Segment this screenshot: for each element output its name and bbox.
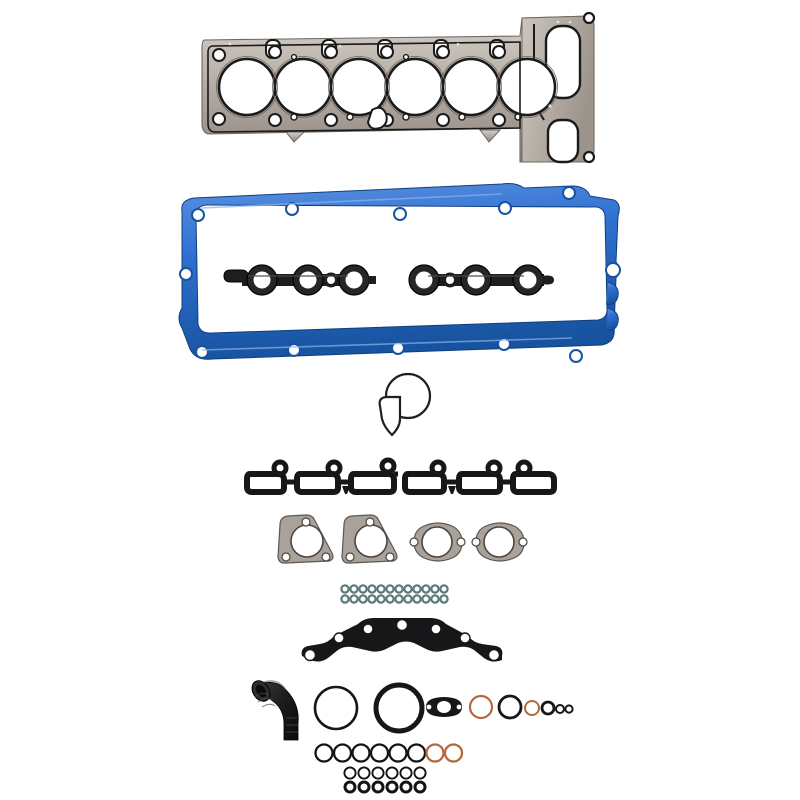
black-o-ring xyxy=(406,743,427,763)
valve-stem-seal xyxy=(367,594,377,604)
valve-stem-seal xyxy=(403,594,413,604)
black-o-ring xyxy=(371,766,385,780)
copper-sealing-washers xyxy=(468,692,574,722)
valve-stem-seal xyxy=(430,594,440,604)
black-o-ring xyxy=(369,743,390,763)
oil-filler-seal xyxy=(372,372,438,444)
copper-o-ring xyxy=(425,743,445,763)
valve-stem-seal xyxy=(349,584,359,594)
valve-stem-seal xyxy=(385,594,395,604)
black-o-ring xyxy=(314,743,334,763)
assorted-o-rings xyxy=(314,742,474,794)
valve-stem-seal xyxy=(439,594,449,604)
copper-o-ring xyxy=(443,743,464,763)
black-o-ring xyxy=(399,780,413,794)
valve-stem-seal xyxy=(385,584,395,594)
black-o-ring xyxy=(385,780,399,794)
valve-stem-seal xyxy=(367,584,377,594)
exhaust-gasket-oval xyxy=(406,519,468,565)
intake-manifold-gasket xyxy=(242,457,398,500)
valve-stem-seal xyxy=(430,584,440,594)
valve-stem-seal xyxy=(439,584,449,594)
black-o-ring xyxy=(388,743,408,763)
tapered-seal xyxy=(378,395,402,437)
black-o-ring xyxy=(343,780,357,794)
valve-stem-seal xyxy=(421,594,431,604)
large-o-ring-a xyxy=(312,684,360,732)
valve-stem-seal xyxy=(376,594,386,604)
valve-stem-seal xyxy=(340,584,350,594)
valve-stem-seal xyxy=(403,584,413,594)
black-o-ring xyxy=(332,743,353,763)
exhaust-gasket-oval xyxy=(468,519,530,565)
black-o-ring xyxy=(385,766,399,780)
black-o-ring xyxy=(413,766,427,780)
black-o-ring xyxy=(357,766,371,780)
valve-stem-seal xyxy=(412,584,422,594)
valve-stem-seal xyxy=(358,594,368,604)
valve-cover-gasket xyxy=(172,178,622,363)
valve-stem-seal xyxy=(349,594,359,604)
exhaust-gasket-triangular xyxy=(340,513,402,571)
valve-stem-seal xyxy=(376,584,386,594)
spark-plug-tube-seal-strip xyxy=(218,256,378,304)
black-o-ring xyxy=(357,780,371,794)
spark-plug-tube-seal-strip xyxy=(398,256,558,304)
valve-stem-seal xyxy=(358,584,368,594)
small-flange-gasket xyxy=(424,695,464,719)
black-o-ring xyxy=(399,766,413,780)
valve-stem-seal xyxy=(394,584,404,594)
large-o-ring-b xyxy=(372,681,426,735)
black-o-ring xyxy=(343,766,357,780)
valve-stem-seal xyxy=(421,584,431,594)
crankcase-vent-elbow xyxy=(246,678,304,741)
black-o-ring xyxy=(371,780,385,794)
valve-stem-seals xyxy=(340,584,452,604)
head-gasket xyxy=(190,2,610,177)
black-o-ring xyxy=(413,780,427,794)
exhaust-gasket-triangular xyxy=(276,513,338,571)
valve-stem-seal xyxy=(412,594,422,604)
timing-cover-gasket xyxy=(298,614,506,664)
black-o-ring xyxy=(351,743,371,763)
valve-stem-seal xyxy=(340,594,350,604)
intake-manifold-gasket xyxy=(402,458,557,500)
valve-stem-seal xyxy=(394,594,404,604)
